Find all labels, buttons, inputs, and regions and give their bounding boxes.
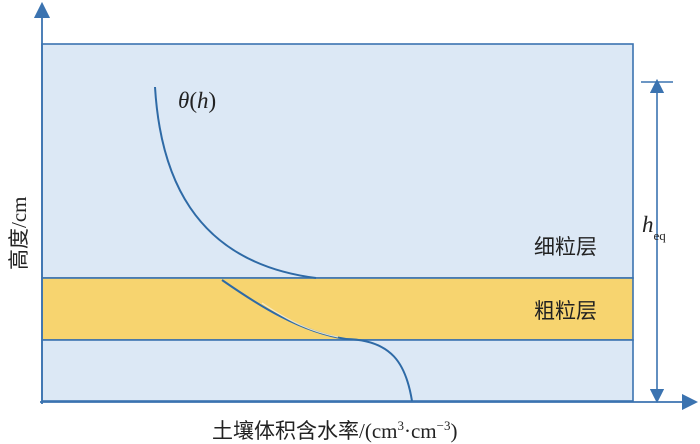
x-axis-label-sup1: 3 (397, 418, 404, 433)
x-axis-label-prefix: 土壤体积含水率/(cm (212, 419, 397, 443)
curve-label: θ(h) (178, 88, 216, 113)
coarse-layer-label: 粗粒层 (534, 299, 597, 323)
x-axis-label-suffix: ) (450, 419, 457, 443)
x-axis-label-sup2: −3 (437, 418, 451, 433)
curve-label-paren-close: ) (208, 88, 216, 113)
heq-label-main: h (642, 212, 654, 237)
fine-layer-label: 细粒层 (534, 235, 597, 259)
curve-label-h: h (197, 88, 209, 113)
theta-curve-upper (154, 86, 317, 279)
theta-curve-lower (345, 338, 413, 402)
x-axis-label-mid: ·cm (404, 419, 437, 443)
heq-label: heq (642, 212, 666, 243)
theta-curve-highlight (261, 302, 339, 338)
curve-label-theta: θ (178, 88, 189, 113)
heq-label-sub: eq (654, 228, 667, 243)
curve-label-paren-open: ( (189, 88, 197, 113)
x-axis-label: 土壤体积含水率/(cm3·cm−3) (212, 418, 457, 443)
y-axis-label: 高度/cm (7, 197, 31, 271)
fine-layer-lower (41, 339, 634, 402)
coarse-layer (41, 277, 634, 341)
fine-layer-upper (41, 43, 634, 279)
